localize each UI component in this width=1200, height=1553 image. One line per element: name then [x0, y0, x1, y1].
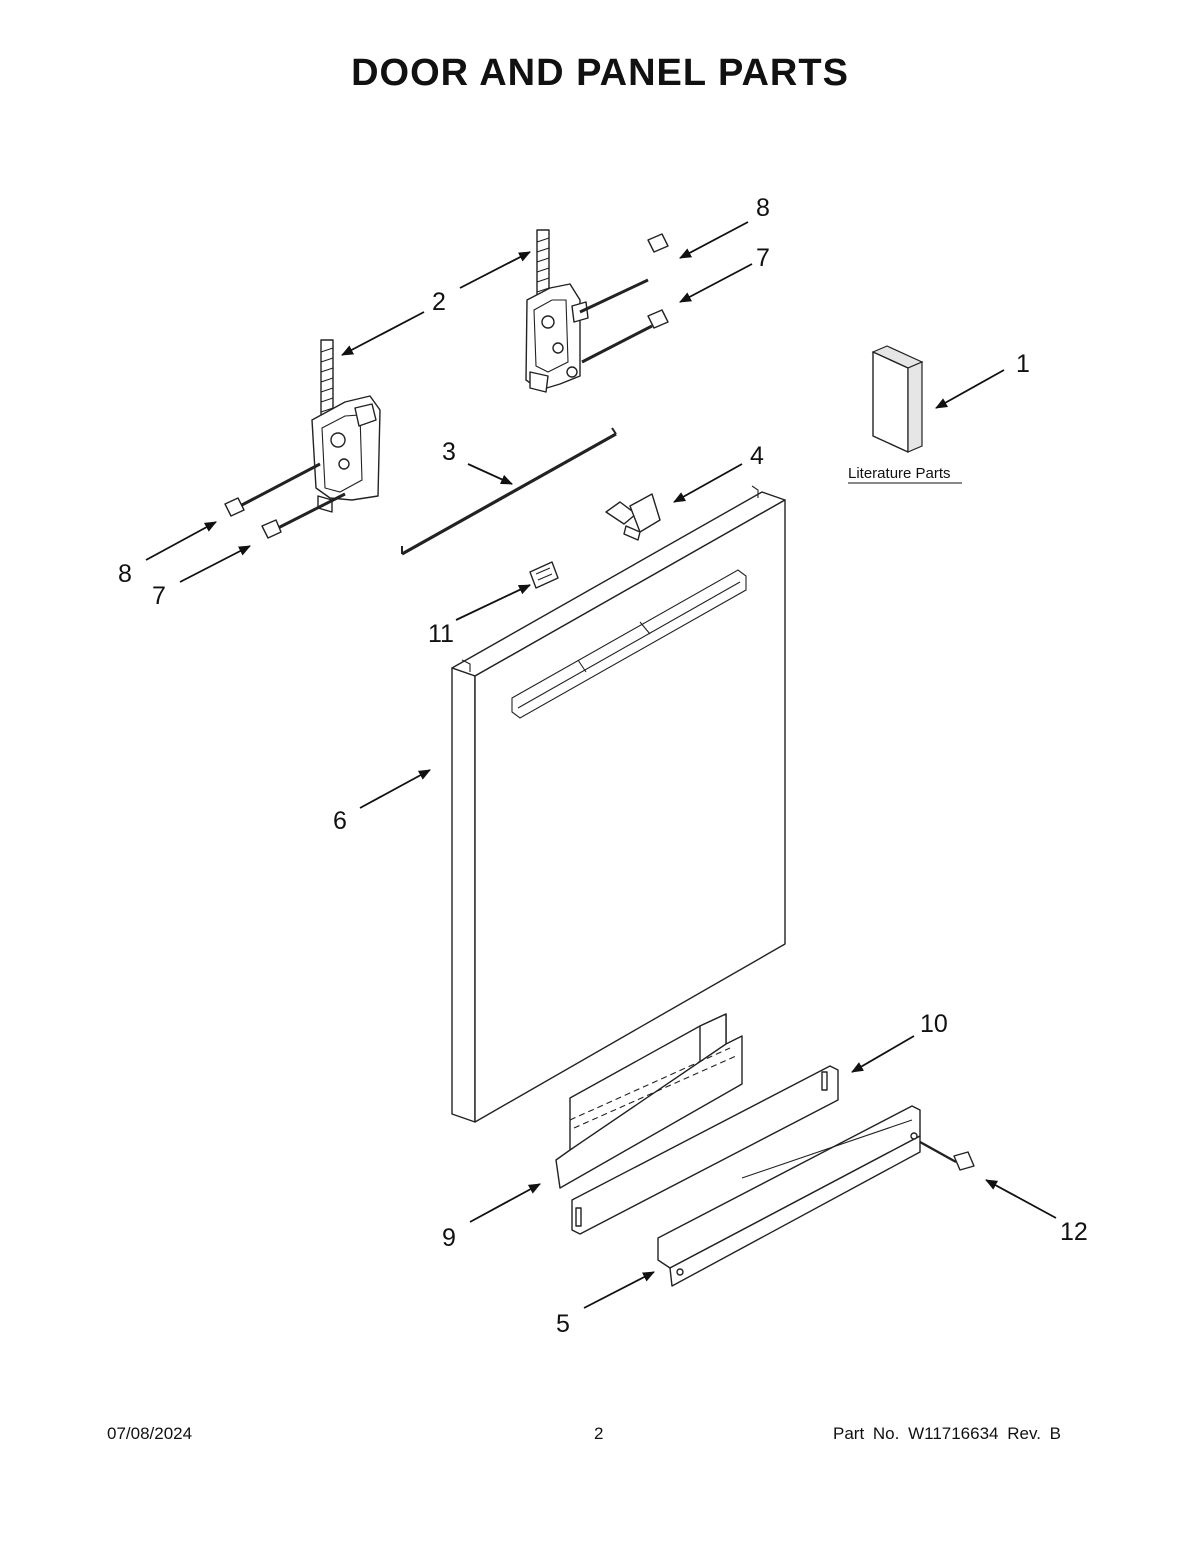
callout-7-right: 7: [756, 244, 770, 272]
arrow-10: [851, 1035, 915, 1073]
callout-8-right: 8: [756, 194, 770, 222]
callout-2: 2: [432, 288, 446, 316]
callout-10: 10: [920, 1010, 948, 1038]
callout-3: 3: [442, 438, 456, 466]
left-hinge: [311, 339, 381, 513]
arrow-7-right: [679, 263, 753, 303]
callout-12: 12: [1060, 1218, 1088, 1246]
lower-panel: [657, 1105, 921, 1287]
callout-1: 1: [1016, 350, 1030, 378]
literature-parts-label: Literature Parts: [848, 465, 951, 482]
callout-6: 6: [333, 807, 347, 835]
callout-4: 4: [750, 442, 764, 470]
vent-bracket: [529, 561, 559, 589]
toe-strip: [571, 1065, 839, 1235]
arrow-2-left: [341, 311, 425, 356]
arrow-6: [359, 769, 431, 809]
arrow-2-right: [459, 251, 531, 289]
arrow-12: [985, 1179, 1057, 1219]
arrow-9: [469, 1183, 541, 1223]
right-hinge: [525, 229, 589, 393]
arrow-11: [455, 584, 531, 621]
left-hinge-screws: [224, 462, 346, 539]
arrow-8-left: [145, 521, 217, 561]
door-rod: [401, 427, 617, 556]
callout-arrows: [145, 221, 1057, 1309]
door-latch: [605, 493, 661, 541]
callout-5: 5: [556, 1310, 570, 1338]
page-title: DOOR AND PANEL PARTS: [351, 52, 849, 94]
arrow-7-left: [179, 545, 251, 583]
panel-screw: [919, 1140, 975, 1171]
callout-7-left: 7: [152, 582, 166, 610]
outer-door-panel: [451, 485, 786, 1123]
literature-pack: [871, 345, 924, 453]
callout-9: 9: [442, 1224, 456, 1252]
arrow-3: [467, 463, 513, 485]
arrow-5: [583, 1271, 655, 1309]
callout-8-left: 8: [118, 560, 132, 588]
arrow-1: [935, 369, 1005, 409]
arrow-4: [673, 463, 743, 503]
footer-page-number: 2: [594, 1424, 604, 1443]
right-hinge-screws: [579, 233, 669, 364]
footer-part-number: Part No. W11716634 Rev. B: [833, 1424, 1061, 1443]
footer-date: 07/08/2024: [107, 1424, 193, 1443]
arrow-8-right: [679, 221, 749, 259]
lower-inner-bracket: [555, 1013, 743, 1189]
callout-11: 11: [428, 620, 454, 648]
